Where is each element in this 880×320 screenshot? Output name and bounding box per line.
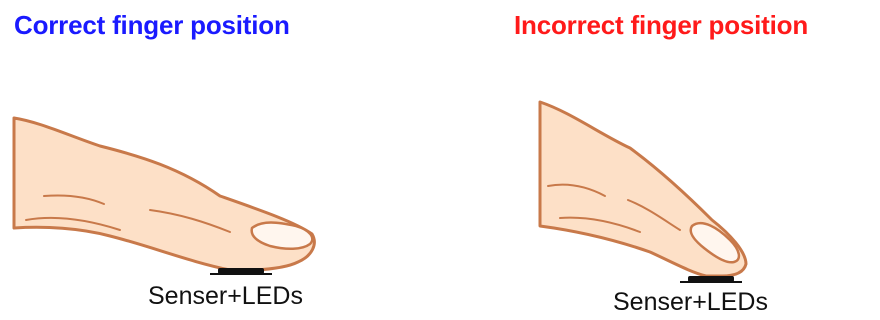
- sensor-label-left: Senser+LEDs: [148, 282, 303, 311]
- sensor-right-icon: [680, 276, 742, 283]
- finger-tip-icon: [540, 102, 746, 276]
- finger-flat-icon: [14, 118, 314, 270]
- sensor-left-icon: [210, 268, 272, 275]
- sensor-label-right: Senser+LEDs: [613, 288, 768, 317]
